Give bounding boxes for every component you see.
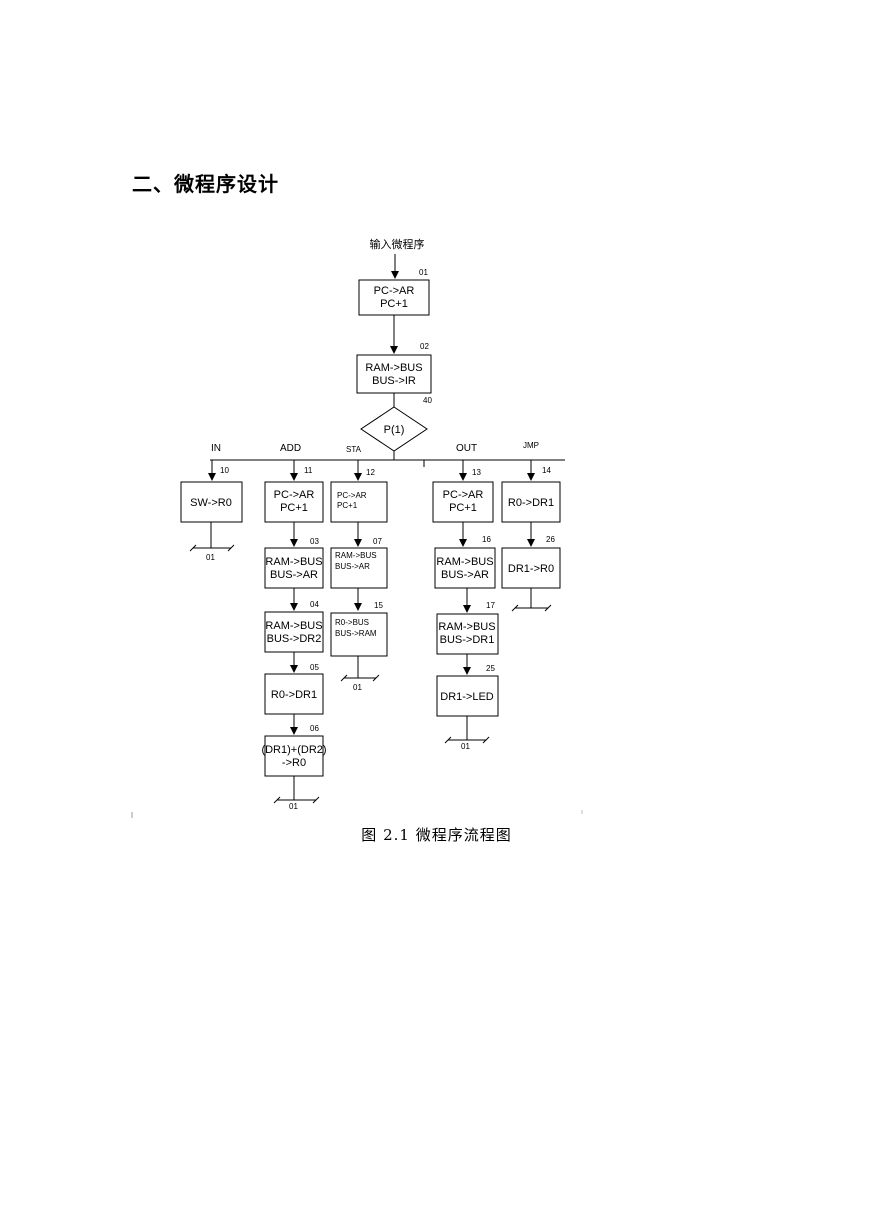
step-line: BUS->DR2 (267, 633, 322, 645)
step-line: BUS->RAM (335, 629, 377, 638)
step-address: 07 (373, 537, 382, 546)
step-line: PC+1 (449, 502, 477, 514)
step-line: BUS->DR1 (440, 634, 495, 646)
sta-step-12: 12 PC->AR PC+1 (330, 468, 388, 523)
step-address: 14 (542, 466, 551, 475)
out-step-16: 16 RAM->BUS BUS->AR (434, 535, 496, 589)
add-step-04: 04 RAM->BUS BUS->DR2 (264, 600, 324, 653)
step-line: DR1->LED (440, 691, 494, 703)
step-address: 05 (310, 663, 319, 672)
step-line: ->R0 (282, 757, 306, 769)
section-heading: 二、微程序设计 (132, 172, 279, 196)
step-address: 26 (546, 535, 555, 544)
decision-address: 40 (423, 396, 432, 405)
step-line: (DR1)+(DR2) (261, 744, 326, 756)
return-slash (544, 604, 552, 612)
step-line: BUS->AR (441, 569, 489, 581)
add-step-05: 05 R0->DR1 (264, 663, 324, 715)
step-address: 10 (220, 466, 229, 475)
step-address: 25 (486, 664, 495, 673)
step-line: BUS->IR (372, 375, 416, 387)
step-line: PC+1 (337, 501, 358, 510)
return-slash (340, 674, 348, 682)
step-line: RAM->BUS (335, 551, 377, 560)
step-line: R0->DR1 (508, 497, 554, 509)
out-step-17: 17 RAM->BUS BUS->DR1 (436, 601, 499, 655)
step-line: PC->AR (337, 491, 367, 500)
step-line: BUS->AR (335, 562, 370, 571)
step-line: PC+1 (380, 298, 408, 310)
branch-label-add: ADD (280, 443, 301, 454)
decision-label: P(1) (384, 424, 405, 436)
return-slash (372, 674, 380, 682)
return-address: 01 (353, 683, 362, 692)
step-line: R0->BUS (335, 618, 369, 627)
step-address: 04 (310, 600, 319, 609)
out-step-25: 25 DR1->LED (436, 664, 499, 717)
fetch-step-01: 01 PC->AR PC+1 (358, 268, 430, 316)
step-line: RAM->BUS (265, 620, 322, 632)
return-address: 01 (206, 553, 215, 562)
step-line: PC+1 (280, 502, 308, 514)
step-address: 02 (420, 342, 429, 351)
return-slash (227, 544, 235, 552)
step-line: PC->AR (374, 285, 415, 297)
return-slash (312, 796, 320, 804)
return-address: 01 (461, 742, 470, 751)
branch-label-out: OUT (456, 443, 477, 454)
figure-caption: 图 2.1 微程序流程图 (361, 826, 512, 844)
sta-step-07: 07 RAM->BUS BUS->AR (330, 537, 388, 589)
step-line: RAM->BUS (265, 556, 322, 568)
return-slash (189, 544, 197, 552)
step-address: 06 (310, 724, 319, 733)
sta-step-15: 15 R0->BUS BUS->RAM (330, 601, 388, 657)
in-step-10: 10 SW->R0 (180, 466, 243, 523)
step-line: PC->AR (274, 489, 315, 501)
step-address: 16 (482, 535, 491, 544)
decision-node: 40 P(1) (360, 396, 432, 452)
branch-label-sta: STA (346, 445, 362, 454)
return-slash (444, 736, 452, 744)
return-slash (273, 796, 281, 804)
step-address: 13 (472, 468, 481, 477)
jmp-step-26: 26 DR1->R0 (501, 535, 561, 589)
step-address: 12 (366, 468, 375, 477)
step-address: 11 (304, 466, 313, 475)
step-address: 03 (310, 537, 319, 546)
branch-label-in: IN (211, 443, 221, 454)
step-line: BUS->AR (270, 569, 318, 581)
branch-label-jmp: JMP (523, 441, 539, 450)
step-line: RAM->BUS (365, 362, 422, 374)
step-line: PC->AR (443, 489, 484, 501)
out-step-13: 13 PC->AR PC+1 (432, 468, 494, 523)
step-line: RAM->BUS (438, 621, 495, 633)
step-address: 01 (419, 268, 428, 277)
step-line: R0->DR1 (271, 689, 317, 701)
step-line: SW->R0 (190, 497, 232, 509)
return-slash (511, 604, 519, 612)
step-address: 15 (374, 601, 383, 610)
return-address: 01 (289, 802, 298, 811)
step-line: DR1->R0 (508, 563, 554, 575)
step-address: 17 (486, 601, 495, 610)
entry-label: 输入微程序 (370, 237, 425, 251)
add-step-06: 06 (DR1)+(DR2) ->R0 (261, 724, 327, 777)
add-step-03: 03 RAM->BUS BUS->AR (264, 537, 324, 589)
return-slash (482, 736, 490, 744)
step-line: RAM->BUS (436, 556, 493, 568)
